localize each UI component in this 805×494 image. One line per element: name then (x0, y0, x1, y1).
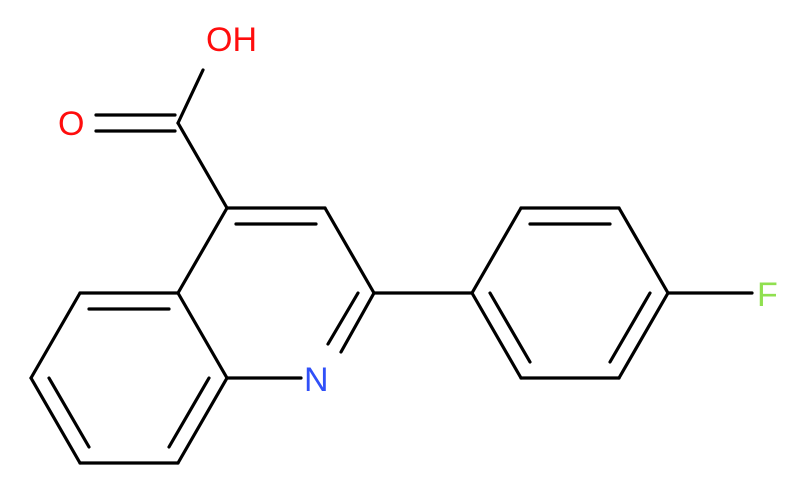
bond-c6-c7-inner (47, 376, 91, 449)
bond-p3-p4 (617, 206, 670, 295)
bond-c8-c8a-outer (176, 376, 229, 465)
bond-p6-p1-inner (488, 291, 532, 364)
bond-p4-p5-outer (617, 291, 670, 380)
bond-c2-n-outer (339, 291, 376, 354)
bond-c3-c2 (323, 206, 376, 295)
bond-p6-p1-outer (470, 291, 523, 380)
bond-p4-p5-inner (608, 291, 652, 364)
atom-label-nitrogen: N (304, 361, 329, 399)
bond-c6-c7-outer (29, 376, 82, 465)
atom-label-fluorine: F (757, 276, 778, 314)
bond-c-oh (176, 68, 205, 125)
bond-c2-n-inner (326, 291, 360, 346)
bond-c8a-c4a (176, 291, 229, 380)
atom-label-carbonyl-oxygen: O (58, 105, 84, 143)
bond-c8-c8a-inner (167, 376, 211, 449)
bond-c4a-c4 (176, 206, 229, 295)
bond-c5-c6 (29, 291, 82, 380)
atom-label-hydroxyl: OH (206, 21, 257, 59)
bond-c4-carboxyl (176, 121, 229, 210)
atom-label-group: OH O N F (58, 21, 778, 399)
bond-group (29, 68, 754, 465)
bond-p1-p2 (470, 206, 523, 295)
